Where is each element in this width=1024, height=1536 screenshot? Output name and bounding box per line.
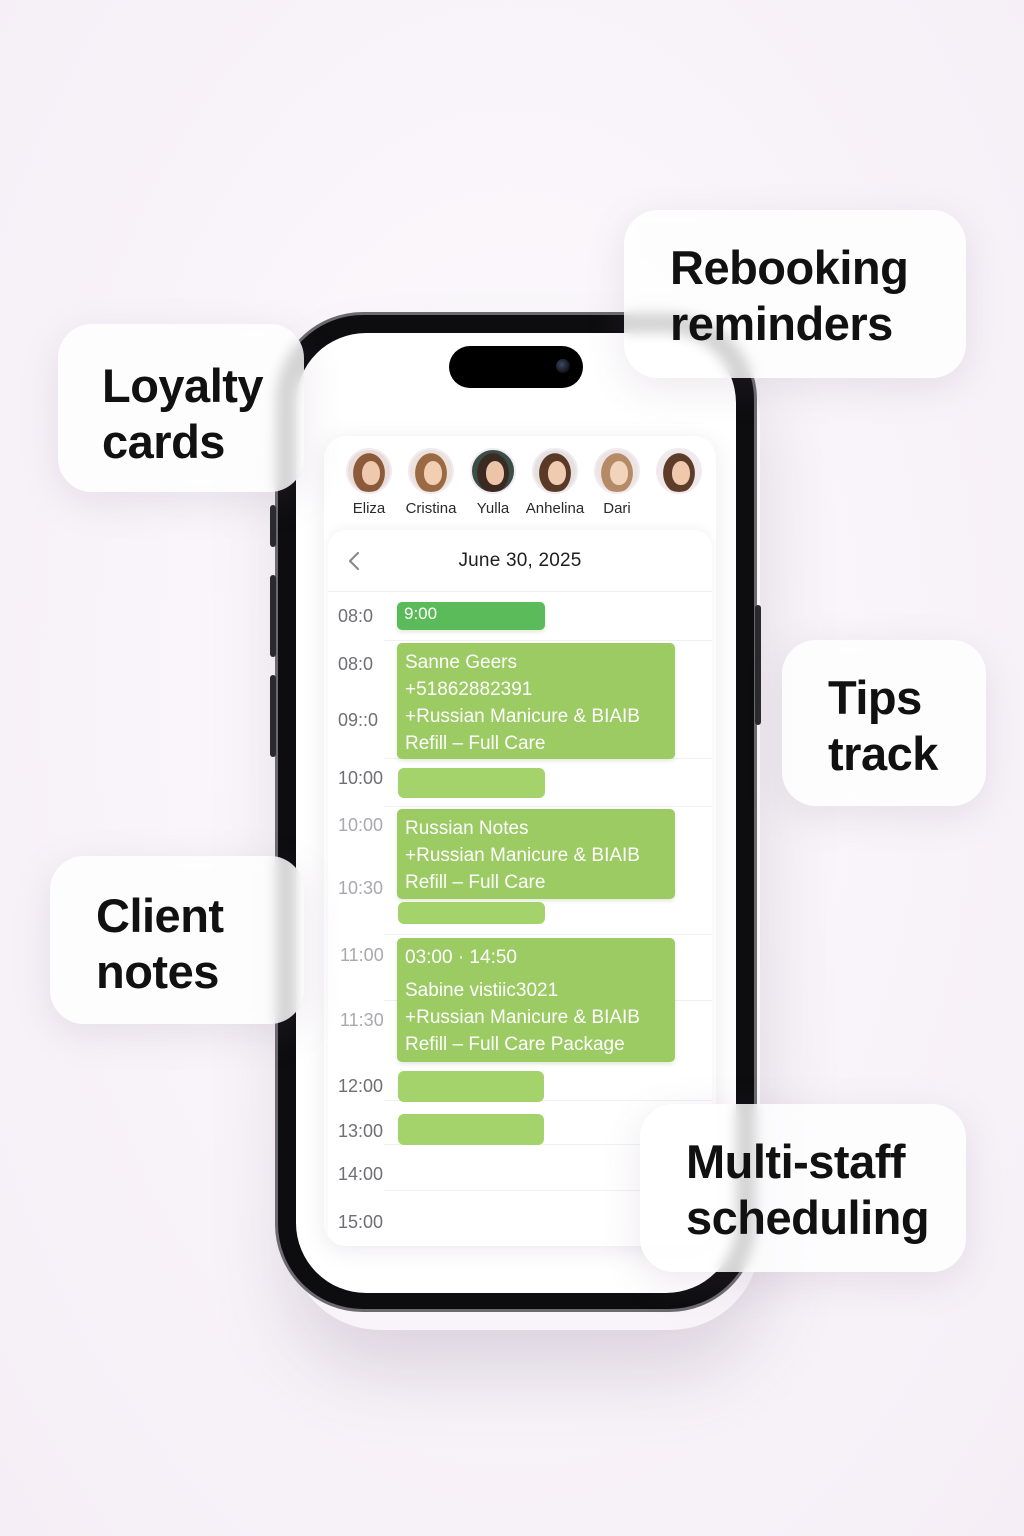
staff-item-6[interactable] [648, 448, 710, 526]
staff-selector: Eliza Cristina Yulla [324, 436, 716, 526]
callout-line: scheduling [686, 1191, 930, 1244]
callout-loyalty-cards: Loyalty cards [58, 324, 304, 492]
face-shape [424, 461, 442, 485]
appointment-block[interactable]: Russian Notes +Russian Manicure & BIAIB … [397, 809, 675, 899]
staff-item-eliza[interactable]: Eliza [338, 448, 400, 526]
grid-line [384, 1100, 712, 1101]
appointment-block[interactable]: 03:00 · 14:50 Sabine vistiic3021 +Russia… [397, 938, 675, 1062]
phone-side-button-1 [270, 505, 276, 547]
callout-line: track [828, 727, 938, 780]
callout-line: notes [96, 945, 219, 998]
callout-tips-track: Tips track [782, 640, 986, 806]
time-label: 08:0 [338, 606, 374, 626]
grid-line [384, 1190, 712, 1191]
callout-line: Loyalty [102, 359, 264, 412]
face-shape [362, 461, 380, 485]
phone-side-button-3 [270, 675, 276, 757]
avatar [656, 448, 702, 494]
staff-item-anhelina[interactable]: Anhelina [524, 448, 586, 526]
camera-icon [556, 359, 570, 373]
time-label: 14:00 [338, 1164, 384, 1184]
staff-item-dari[interactable]: Dari [586, 448, 648, 526]
day-calendar: June 30, 2025 08:0 08:0 09::0 10:00 10:0… [328, 530, 712, 1246]
time-label: 10:00 [338, 815, 384, 835]
avatar [346, 448, 392, 494]
callout-line: reminders [670, 297, 893, 350]
callout-line: Rebooking [670, 241, 909, 294]
callout-multi-staff-scheduling: Multi-staff scheduling [640, 1104, 966, 1272]
callout-line: Client [96, 889, 224, 942]
staff-name: Anhelina [525, 500, 585, 517]
staff-name: Dari [603, 500, 631, 517]
booked-slot[interactable] [398, 902, 545, 924]
callout-line: cards [102, 415, 225, 468]
appointment-service-detail: Refill – Full Care Package [405, 1034, 625, 1055]
appointment-time: 03:00 · 14:50 [405, 947, 517, 968]
grid-line [384, 806, 712, 807]
time-label: 15:00 [338, 1212, 384, 1232]
appointment-phone: +51862882391 [405, 679, 533, 700]
appointment-block[interactable]: Sanne Geers +51862882391 +Russian Manicu… [397, 643, 675, 759]
chevron-left-icon[interactable] [342, 548, 368, 574]
appointment-client: Sabine vistiic3021 [405, 980, 559, 1001]
avatar [408, 448, 454, 494]
avatar [594, 448, 640, 494]
staff-item-yulla[interactable]: Yulla [462, 448, 524, 526]
callout-line: Multi-staff [686, 1135, 906, 1188]
callout-client-notes: Client notes [50, 856, 304, 1024]
appointment-service: +Russian Manicure & BIAIB [405, 1007, 640, 1028]
booked-slot[interactable] [398, 1071, 544, 1102]
staff-name: Eliza [352, 500, 386, 517]
face-shape [548, 461, 566, 485]
staff-name: Yulla [476, 500, 510, 517]
callout-rebooking-reminders: Rebooking reminders [624, 210, 966, 378]
appointment-service-detail: Refill – Full Care [405, 733, 546, 754]
booked-slot[interactable] [398, 1114, 544, 1145]
time-label: 10:00 [338, 768, 384, 788]
schedule-card: Eliza Cristina Yulla [324, 436, 716, 1246]
appointment-block[interactable]: 9:00 [397, 602, 545, 630]
phone-side-button-2 [270, 575, 276, 657]
appointment-line: 9:00 [404, 604, 438, 623]
grid-line [384, 640, 712, 641]
time-label: 11:00 [340, 945, 384, 965]
time-label: 12:00 [338, 1076, 384, 1096]
staff-item-cristina[interactable]: Cristina [400, 448, 462, 526]
calendar-header: June 30, 2025 [328, 530, 712, 592]
avatar [532, 448, 578, 494]
face-shape [610, 461, 628, 485]
time-label: 08:0 [338, 654, 374, 674]
appointment-client: Russian Notes [405, 818, 529, 839]
time-label: 11:30 [340, 1010, 384, 1030]
time-label: 09::0 [338, 710, 379, 730]
callout-line: Tips [828, 671, 922, 724]
face-shape [486, 461, 504, 485]
calendar-date: June 30, 2025 [458, 549, 582, 571]
avatar [470, 448, 516, 494]
face-shape [672, 461, 690, 485]
booked-slot[interactable] [398, 768, 545, 798]
appointment-service: +Russian Manicure & BIAIB [405, 845, 640, 866]
time-label: 10:30 [338, 878, 384, 898]
staff-name: Cristina [405, 500, 457, 517]
appointment-service: +Russian Manicure & BIAIB [405, 706, 640, 727]
grid-line [384, 1144, 712, 1145]
time-label: 13:00 [338, 1121, 384, 1141]
appointment-service-detail: Refill – Full Care [405, 872, 546, 893]
grid-line [384, 934, 712, 935]
appointment-client: Sanne Geers [405, 652, 517, 673]
phone-power-button [755, 605, 761, 725]
